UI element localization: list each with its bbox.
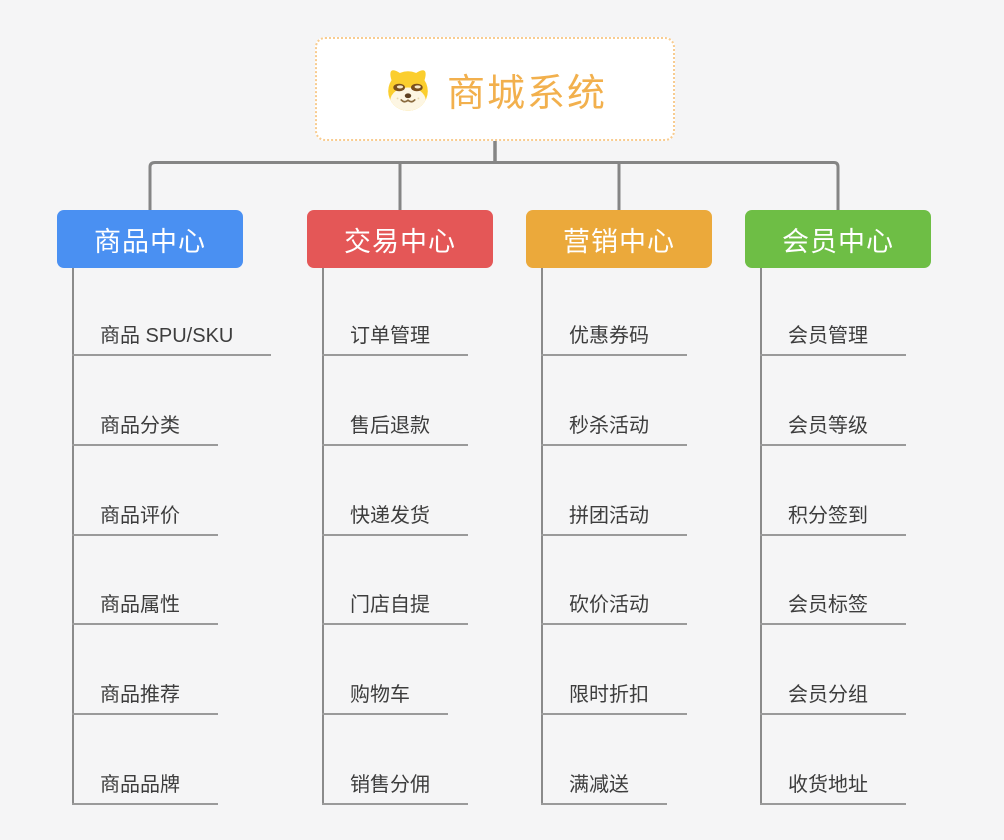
branch-trunk-line bbox=[541, 268, 543, 805]
leaf-label: 秒杀活动 bbox=[569, 415, 649, 437]
root-title: 商城系统 bbox=[446, 72, 607, 115]
leaf-label: 售后退款 bbox=[350, 415, 430, 437]
branch-column-trade: 交易中心 订单管理 售后退款 快递发货 门店自提 购物车 销售分佣 bbox=[307, 210, 567, 810]
leaf-node[interactable]: 商品评价 bbox=[72, 496, 218, 536]
leaf-label: 砍价活动 bbox=[569, 594, 649, 616]
branch-node-products[interactable]: 商品中心 bbox=[57, 210, 243, 268]
leaf-label: 满减送 bbox=[569, 774, 629, 796]
branch-node-marketing[interactable]: 营销中心 bbox=[526, 210, 712, 268]
branch-trunk-line bbox=[72, 268, 74, 805]
branch-label: 会员中心 bbox=[782, 226, 894, 257]
leaf-node[interactable]: 会员分组 bbox=[760, 675, 906, 715]
leaf-node[interactable]: 积分签到 bbox=[760, 496, 906, 536]
leaf-node[interactable]: 砍价活动 bbox=[541, 585, 687, 625]
leaf-label: 商品 SPU/SKU bbox=[100, 325, 234, 347]
leaf-node[interactable]: 快递发货 bbox=[322, 496, 468, 536]
leaf-node[interactable]: 收货地址 bbox=[760, 765, 906, 805]
leaf-label: 会员标签 bbox=[788, 594, 868, 616]
doge-icon bbox=[388, 70, 428, 111]
leaf-label: 商品分类 bbox=[100, 415, 180, 437]
branch-node-trade[interactable]: 交易中心 bbox=[307, 210, 493, 268]
leaf-node[interactable]: 商品推荐 bbox=[72, 675, 218, 715]
leaf-label: 商品属性 bbox=[100, 594, 180, 616]
leaf-node[interactable]: 限时折扣 bbox=[541, 675, 687, 715]
leaf-node[interactable]: 商品 SPU/SKU bbox=[72, 316, 272, 356]
branch-label: 商品中心 bbox=[94, 226, 206, 257]
leaf-node[interactable]: 秒杀活动 bbox=[541, 406, 687, 446]
leaf-label: 会员管理 bbox=[788, 325, 868, 347]
leaf-label: 购物车 bbox=[350, 684, 410, 706]
leaf-node[interactable]: 门店自提 bbox=[322, 585, 468, 625]
branch-column-products: 商品中心 商品 SPU/SKU 商品分类 商品评价 商品属性 商品推荐 商品品牌 bbox=[57, 210, 317, 810]
branch-label: 交易中心 bbox=[344, 226, 456, 257]
leaf-node[interactable]: 售后退款 bbox=[322, 406, 468, 446]
leaf-label: 销售分佣 bbox=[350, 774, 430, 796]
branch-label: 营销中心 bbox=[563, 226, 675, 257]
branch-column-marketing: 营销中心 优惠券码 秒杀活动 拼团活动 砍价活动 限时折扣 满减送 bbox=[526, 210, 786, 810]
leaf-node[interactable]: 订单管理 bbox=[322, 316, 468, 356]
leaf-label: 快递发货 bbox=[350, 505, 430, 527]
leaf-label: 积分签到 bbox=[788, 505, 868, 527]
leaf-node[interactable]: 购物车 bbox=[322, 675, 448, 715]
leaf-node[interactable]: 商品属性 bbox=[72, 585, 218, 625]
leaf-node[interactable]: 拼团活动 bbox=[541, 496, 687, 536]
leaf-label: 优惠券码 bbox=[569, 325, 649, 347]
leaf-node[interactable]: 优惠券码 bbox=[541, 316, 687, 356]
branch-node-members[interactable]: 会员中心 bbox=[745, 210, 931, 268]
leaf-label: 订单管理 bbox=[350, 325, 430, 347]
leaf-node[interactable]: 会员管理 bbox=[760, 316, 906, 356]
leaf-label: 商品推荐 bbox=[100, 684, 180, 706]
leaf-node[interactable]: 商品品牌 bbox=[72, 765, 218, 805]
branch-trunk-line bbox=[322, 268, 324, 805]
leaf-node[interactable]: 会员标签 bbox=[760, 585, 906, 625]
leaf-label: 会员等级 bbox=[788, 415, 868, 437]
leaf-label: 门店自提 bbox=[350, 594, 430, 616]
leaf-label: 拼团活动 bbox=[569, 505, 649, 527]
leaf-label: 收货地址 bbox=[788, 774, 868, 796]
branch-trunk-line bbox=[760, 268, 762, 805]
leaf-label: 会员分组 bbox=[788, 684, 868, 706]
leaf-node[interactable]: 销售分佣 bbox=[322, 765, 468, 805]
leaf-node[interactable]: 商品分类 bbox=[72, 406, 218, 446]
leaf-label: 商品评价 bbox=[100, 505, 180, 527]
root-node[interactable]: 商城系统 bbox=[315, 37, 675, 141]
leaf-node[interactable]: 满减送 bbox=[541, 765, 667, 805]
leaf-label: 商品品牌 bbox=[100, 774, 180, 796]
leaf-label: 限时折扣 bbox=[569, 684, 649, 706]
leaf-node[interactable]: 会员等级 bbox=[760, 406, 906, 446]
branch-column-members: 会员中心 会员管理 会员等级 积分签到 会员标签 会员分组 收货地址 bbox=[745, 210, 1004, 810]
